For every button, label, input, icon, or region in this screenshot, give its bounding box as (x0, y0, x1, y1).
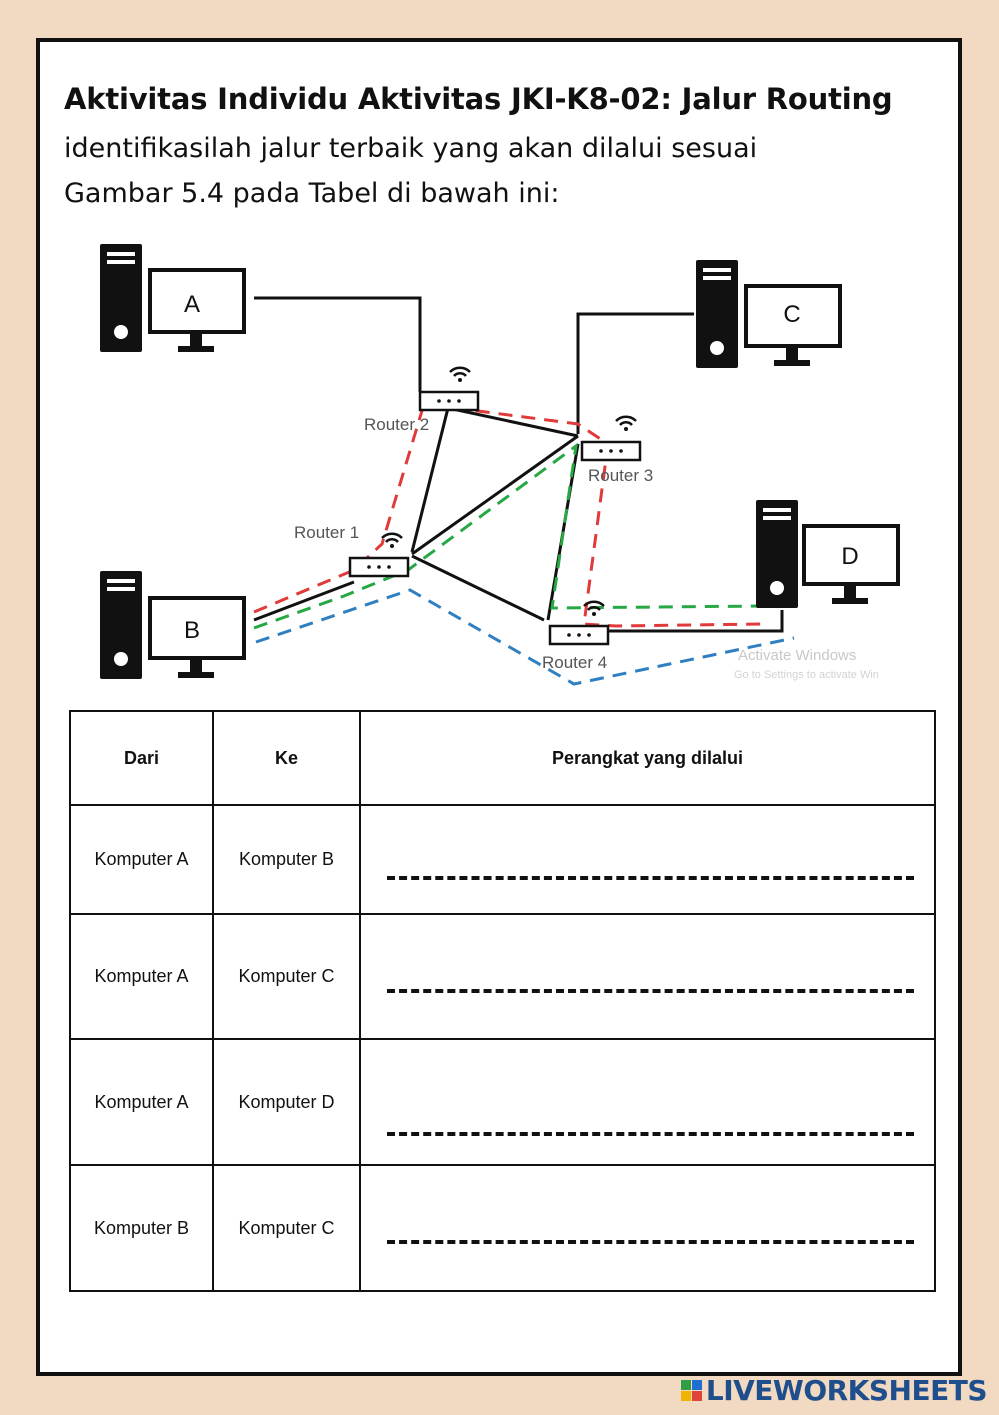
table-row: Komputer B Komputer C (69, 1164, 936, 1292)
computer-c-label: C (783, 301, 800, 328)
computer-c-icon: C (696, 260, 842, 368)
row-to: Komputer C (212, 913, 361, 1040)
row-from: Komputer A (69, 1038, 214, 1166)
liveworksheets-brand: LIVEWORKSHEETS (705, 1374, 988, 1407)
link-router2-router3 (447, 406, 579, 438)
computer-b-label: B (184, 617, 200, 644)
router-2-icon (418, 366, 480, 412)
row-from: Komputer A (69, 804, 214, 915)
row-from: Komputer A (69, 913, 214, 1040)
computer-d-icon: D (756, 500, 900, 608)
instruction-text: identifikasilah jalur terbaik yang akan … (64, 126, 864, 216)
computer-a-label: A (184, 291, 200, 318)
header-from: Dari (69, 710, 214, 806)
worksheet-page: Aktivitas Individu Aktivitas JKI-K8-02: … (36, 38, 962, 1376)
link-router1-router2 (410, 407, 450, 553)
link-b-router1 (253, 580, 355, 622)
link-router1-router3 (411, 434, 579, 556)
router-1-label: Router 1 (294, 523, 359, 542)
network-diagram: A B C D Router (100, 244, 900, 686)
answer-field[interactable] (359, 913, 936, 1040)
green-path (253, 442, 765, 630)
header-to: Ke (212, 710, 361, 806)
table-row: Komputer A Komputer B (69, 804, 936, 915)
row-to: Komputer B (212, 804, 361, 915)
link-router4-d (608, 610, 784, 633)
liveworksheets-mark-icon (680, 1380, 702, 1401)
answer-dashed-line (387, 1132, 914, 1136)
answer-dashed-line (387, 876, 914, 880)
routes-table: Dari Ke Perangkat yang dilalui Komputer … (69, 710, 936, 1292)
answer-dashed-line (387, 989, 914, 993)
answer-dashed-line (387, 1240, 914, 1244)
activate-windows-hint: Go to Settings to activate Win (734, 669, 879, 681)
liveworksheets-logo[interactable]: LIVEWORKSHEETS (680, 1374, 988, 1407)
link-a-router2 (254, 296, 422, 392)
row-to: Komputer C (212, 1164, 361, 1292)
computer-b-icon: B (100, 571, 246, 679)
answer-field[interactable] (359, 1164, 936, 1292)
answer-field[interactable] (359, 1038, 936, 1166)
table-header-row: Dari Ke Perangkat yang dilalui (69, 710, 936, 806)
blue-path (255, 588, 795, 686)
worksheet-title: Aktivitas Individu Aktivitas JKI-K8-02: … (64, 82, 893, 116)
computer-d-label: D (841, 543, 858, 570)
instruction-line-2: Gambar 5.4 pada Tabel di bawah ini: (64, 178, 560, 209)
router-3-label: Router 3 (588, 466, 653, 485)
table-row: Komputer A Komputer C (69, 913, 936, 1040)
link-router1-router4 (411, 554, 545, 622)
answer-field[interactable] (359, 804, 936, 915)
router-4-label: Router 4 (542, 653, 607, 672)
row-from: Komputer B (69, 1164, 214, 1292)
red-path (253, 402, 765, 628)
link-c-router3 (576, 312, 694, 434)
computer-a-icon: A (100, 244, 246, 352)
table-row: Komputer A Komputer D (69, 1038, 936, 1166)
row-to: Komputer D (212, 1038, 361, 1166)
instruction-line-1: identifikasilah jalur terbaik yang akan … (64, 133, 758, 164)
header-devices: Perangkat yang dilalui (359, 710, 936, 806)
router-3-icon (580, 415, 642, 462)
activate-windows-watermark: Activate Windows (738, 647, 856, 664)
router-2-label: Router 2 (364, 415, 429, 434)
